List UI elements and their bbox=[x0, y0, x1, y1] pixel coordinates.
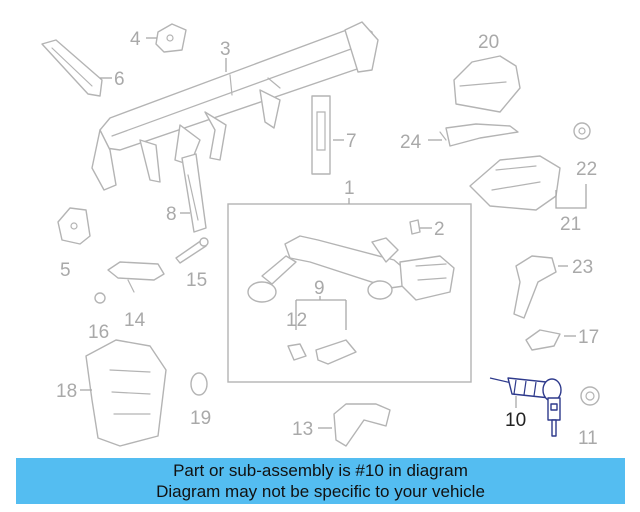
part-24-switch[interactable] bbox=[439, 123, 519, 147]
part-14-handle[interactable] bbox=[107, 261, 165, 293]
callout-14: 14 bbox=[124, 310, 146, 331]
part-22-ring[interactable] bbox=[573, 122, 591, 140]
callout-9: 9 bbox=[314, 278, 325, 299]
callout-20: 20 bbox=[478, 32, 499, 53]
callout-7: 7 bbox=[346, 131, 357, 152]
callout-labels: 1 2 3 4 5 6 7 8 9 10 11 12 13 14 15 16 1… bbox=[56, 29, 599, 449]
callout-3: 3 bbox=[220, 39, 231, 60]
banner-line-1: Part or sub-assembly is #10 in diagram bbox=[173, 461, 468, 480]
part-15-bolt[interactable] bbox=[175, 237, 209, 264]
part-19-clip[interactable] bbox=[190, 372, 208, 396]
callout-16: 16 bbox=[88, 322, 109, 343]
callout-24: 24 bbox=[400, 132, 422, 153]
callout-10: 10 bbox=[505, 410, 526, 431]
banner-line-2: Diagram may not be specific to your vehi… bbox=[156, 482, 485, 501]
callout-19: 19 bbox=[190, 408, 211, 429]
part-8-bracket[interactable] bbox=[181, 153, 207, 233]
part-21-lower-cover[interactable] bbox=[469, 155, 561, 211]
info-banner: Part or sub-assembly is #10 in diagram D… bbox=[16, 458, 625, 504]
part-23-lever[interactable] bbox=[513, 255, 557, 319]
callout-13: 13 bbox=[292, 419, 313, 440]
callout-23: 23 bbox=[572, 257, 593, 278]
callout-4: 4 bbox=[130, 29, 141, 50]
callout-12: 12 bbox=[286, 310, 307, 331]
callout-15: 15 bbox=[186, 270, 207, 291]
part-16-nut[interactable] bbox=[94, 292, 106, 304]
callout-22: 22 bbox=[576, 159, 597, 180]
callout-2: 2 bbox=[434, 219, 445, 240]
part-1-steering-column-assembly[interactable] bbox=[227, 203, 472, 383]
callout-1: 1 bbox=[344, 178, 355, 199]
part-4-bracket[interactable] bbox=[155, 23, 187, 53]
part-18-duct-cover[interactable] bbox=[85, 339, 167, 447]
part-5-knee-bolster-bracket[interactable] bbox=[57, 207, 91, 245]
callout-21: 21 bbox=[560, 214, 581, 235]
callout-8: 8 bbox=[166, 204, 177, 225]
part-7-plate[interactable] bbox=[311, 95, 331, 175]
callout-17: 17 bbox=[578, 327, 599, 348]
part-20-column-cover[interactable] bbox=[453, 55, 521, 113]
callout-18: 18 bbox=[56, 381, 77, 402]
part-6-brace[interactable] bbox=[41, 39, 103, 97]
part-17-pad[interactable] bbox=[525, 329, 561, 351]
callout-5: 5 bbox=[60, 260, 71, 281]
callout-11: 11 bbox=[578, 428, 598, 449]
part-13-bracket[interactable] bbox=[333, 403, 391, 447]
part-2-screw[interactable] bbox=[409, 219, 421, 235]
part-11-washer[interactable] bbox=[580, 386, 600, 406]
part-10-lock-cylinder[interactable] bbox=[489, 377, 562, 437]
callout-6: 6 bbox=[114, 69, 125, 90]
